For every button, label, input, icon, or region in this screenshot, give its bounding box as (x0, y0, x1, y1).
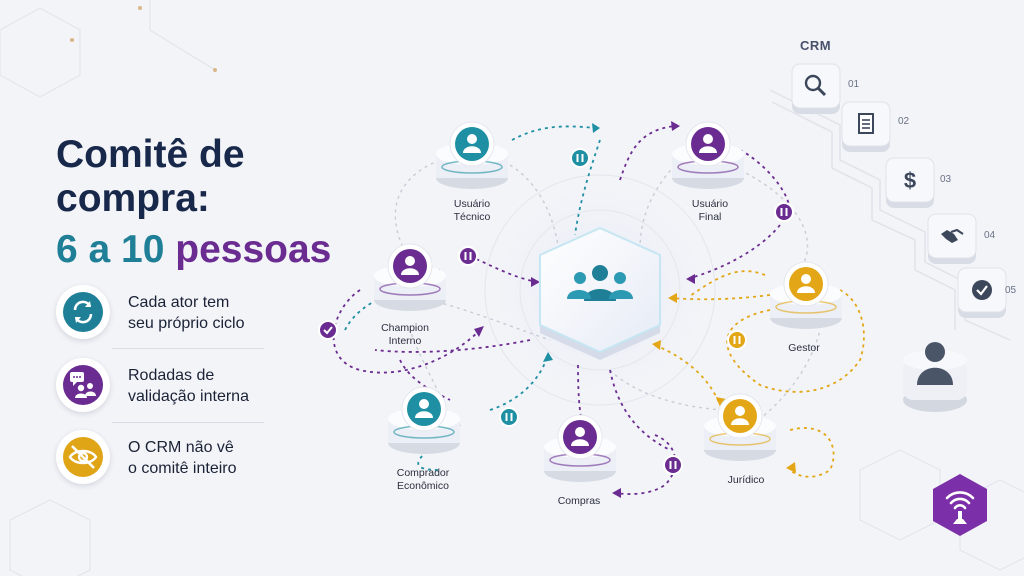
brand-logo (933, 474, 987, 536)
pause-badge (458, 246, 478, 266)
eye-off-icon (68, 445, 98, 469)
dollar-icon: $ (904, 168, 916, 193)
pause-badge (570, 148, 590, 168)
feature-icon-badge (56, 285, 110, 339)
node-label-juridico: Jurídico (727, 474, 765, 486)
node-label-compras: Compras (557, 495, 601, 507)
person-icon (801, 274, 811, 284)
feature-item-validation: Rodadas de validação interna (56, 356, 286, 414)
crm-step-03: $ (885, 157, 935, 208)
flow-path (511, 125, 596, 141)
feature-item-crm-blind: O CRM não vê o comitê inteiro (56, 428, 286, 486)
title-line-1: Comitê de (56, 133, 245, 176)
group-icon (567, 265, 633, 301)
divider (112, 422, 264, 423)
cycle-icon (73, 300, 93, 324)
crm-step-05 (957, 267, 1007, 318)
person-icon (405, 256, 415, 266)
title-count: 6 a 10 pessoas (56, 228, 331, 272)
node-usuario-final (672, 121, 744, 189)
step-number: 01 (848, 79, 860, 90)
node-comprador-economico (388, 386, 460, 454)
title-count-word: pessoas (175, 228, 332, 271)
title-line-2: compra: (56, 177, 210, 220)
divider (112, 348, 264, 349)
person-pedestal (903, 342, 967, 412)
node-usuario-tecnico (436, 121, 508, 189)
feature-item-cycle: Cada ator tem seu próprio ciclo (56, 283, 286, 341)
pause-badge (774, 202, 794, 222)
feature-text: Cada ator tem seu próprio ciclo (128, 294, 245, 332)
person-icon (917, 342, 953, 385)
check-badge (318, 320, 338, 340)
central-committee-hub (539, 226, 661, 360)
node-label-champion-interno: Champion Interno (381, 322, 429, 347)
pause-badge (499, 407, 519, 427)
search-icon (804, 74, 827, 97)
orbit-ring (484, 174, 716, 406)
step-number: 03 (940, 174, 952, 185)
node-label-usuario-tecnico: Usuário Técnico (453, 198, 491, 223)
person-icon (735, 406, 745, 416)
feature-icon-badge (56, 358, 110, 412)
node-label-gestor: Gestor (788, 342, 820, 354)
step-number: 05 (1005, 285, 1017, 296)
crm-label: CRM (800, 38, 832, 53)
page-title: Comitê de compra: (56, 133, 245, 221)
orbit-ring (519, 209, 681, 371)
pause-badge (727, 330, 747, 350)
feature-text: O CRM não vê o comitê inteiro (128, 439, 237, 477)
title-count-number: 6 a 10 (56, 228, 165, 271)
crm-step-02 (841, 101, 891, 152)
node-compras (544, 414, 616, 482)
node-gestor (770, 261, 842, 329)
node-label-comprador-economico: Comprador Econômico (396, 467, 450, 492)
step-number: 04 (984, 230, 996, 241)
person-icon (703, 134, 713, 144)
pause-badge (663, 455, 683, 475)
node-juridico (704, 393, 776, 461)
document-icon (858, 113, 874, 134)
crm-step-01 (791, 63, 841, 114)
chat-people-icon (70, 372, 96, 398)
crm-step-04 (927, 213, 977, 264)
checkmark-icon (972, 280, 992, 300)
handshake-icon (941, 228, 964, 243)
node-label-usuario-final: Usuário Final (691, 198, 729, 223)
feature-icon-badge (56, 430, 110, 484)
svg-text:$: $ (904, 168, 916, 193)
person-icon (419, 399, 429, 409)
person-icon (467, 134, 477, 144)
person-icon (575, 427, 585, 437)
feature-text: Rodadas de validação interna (128, 367, 249, 405)
step-number: 02 (898, 116, 910, 127)
node-champion-interno (374, 243, 446, 311)
